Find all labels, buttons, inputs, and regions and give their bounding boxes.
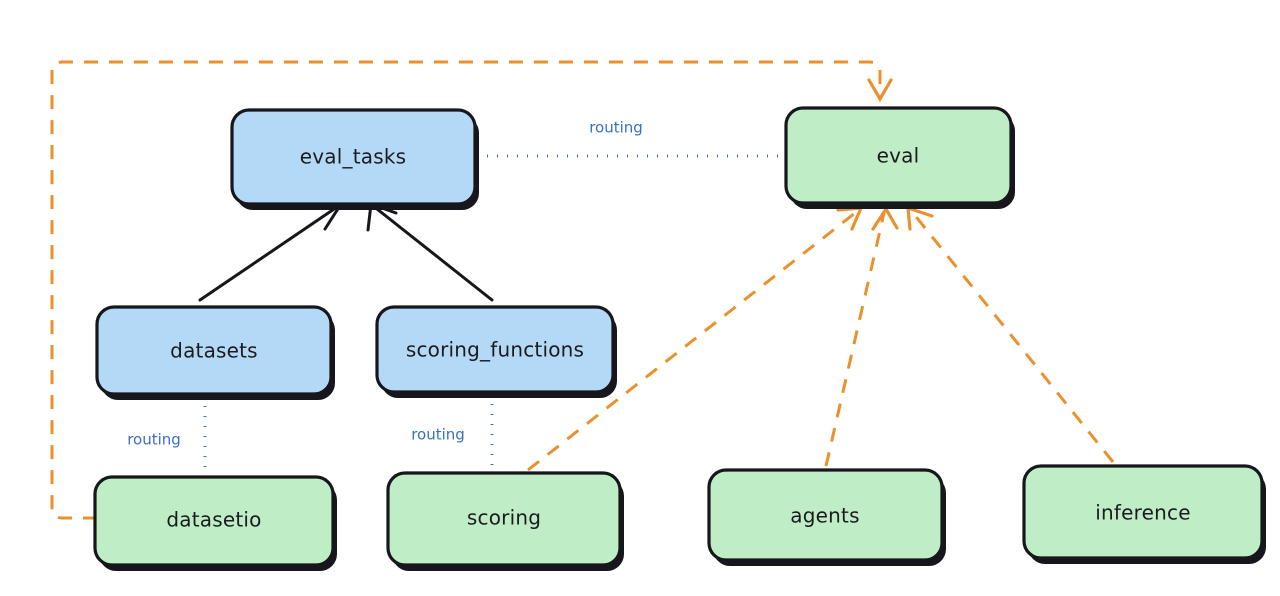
node-scoring_functions[interactable]: scoring_functions bbox=[375, 305, 617, 398]
node-label-agents: agents bbox=[790, 504, 859, 528]
edge-label-routing-scoring-functions: routing bbox=[411, 426, 465, 444]
node-label-inference: inference bbox=[1095, 501, 1190, 525]
node-label-scoring: scoring bbox=[467, 506, 541, 530]
node-datasets[interactable]: datasets bbox=[95, 305, 335, 400]
node-inference[interactable]: inference bbox=[1022, 464, 1266, 564]
node-scoring[interactable]: scoring bbox=[386, 471, 624, 571]
node-datasetio[interactable]: datasetio bbox=[93, 475, 337, 571]
edge-agents-eval bbox=[824, 205, 899, 467]
node-eval[interactable]: eval bbox=[784, 106, 1015, 209]
node-eval_tasks[interactable]: eval_tasks bbox=[230, 108, 479, 210]
node-label-eval_tasks: eval_tasks bbox=[300, 145, 406, 169]
edge-scoring_functions-eval_tasks bbox=[366, 201, 494, 302]
edge-inference-eval bbox=[906, 205, 1115, 463]
edge-label-routing-datasets: routing bbox=[127, 431, 181, 449]
node-label-scoring_functions: scoring_functions bbox=[406, 338, 584, 362]
edge-label-routing-eval-tasks: routing bbox=[589, 119, 643, 137]
node-label-datasets: datasets bbox=[170, 339, 258, 363]
node-label-datasetio: datasetio bbox=[166, 508, 261, 532]
node-label-eval: eval bbox=[877, 144, 920, 168]
node-agents[interactable]: agents bbox=[707, 468, 946, 566]
edge-datasetio-eval bbox=[50, 60, 893, 520]
edge-datasets-eval_tasks bbox=[198, 202, 345, 302]
